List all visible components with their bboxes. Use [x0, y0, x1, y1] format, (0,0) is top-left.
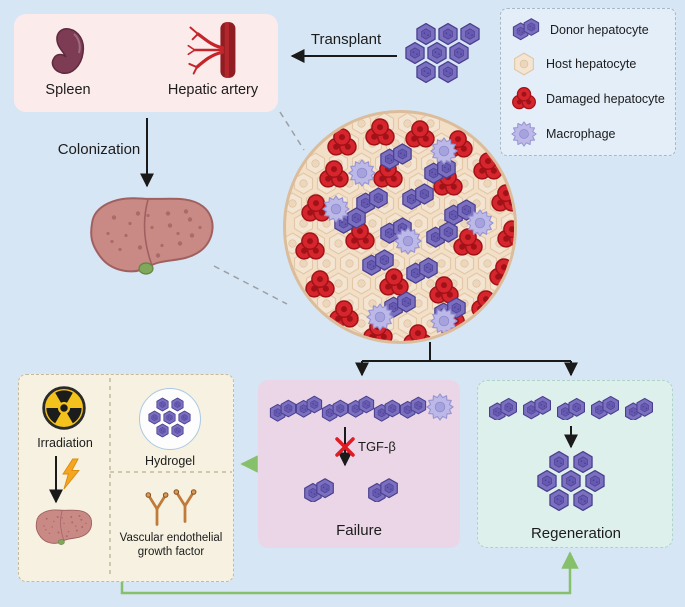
- lightning-icon: [62, 458, 80, 490]
- hydrogel-cells: [148, 397, 191, 438]
- failure-result-cells: [302, 472, 402, 502]
- transplant-label: Transplant: [310, 31, 382, 48]
- host-hepatocyte-icon: [514, 52, 534, 76]
- liver-icon: [90, 197, 214, 275]
- legend-item-macrophage: Macrophage: [511, 120, 675, 147]
- antibody-icon: [144, 488, 198, 527]
- hydrogel-label: Hydrogel: [144, 454, 196, 468]
- legend-item-host: Host hepatocyte: [511, 51, 675, 77]
- failure-cell-row: [268, 393, 454, 422]
- regeneration-cell-row: [487, 392, 657, 420]
- spleen-label: Spleen: [45, 82, 91, 98]
- injection-sites-panel: Spleen Hepatic artery: [14, 14, 278, 112]
- hydrogel-icon: [139, 388, 201, 450]
- macrophage-icon: [511, 120, 537, 147]
- donor-cell-cluster: [405, 22, 480, 84]
- radiation-icon: [42, 386, 86, 430]
- irradiation-label: Irradiation: [37, 436, 93, 450]
- failure-label: Failure: [336, 522, 382, 539]
- legend-label: Macrophage: [546, 126, 616, 141]
- legend-item-damaged: Damaged hepatocyte: [511, 86, 675, 112]
- outcome-branch-arrows: [355, 342, 578, 377]
- legend-label: Host hepatocyte: [546, 57, 637, 72]
- small-liver-icon: [35, 509, 93, 546]
- regeneration-label: Regeneration: [530, 525, 622, 542]
- donor-hepatocyte-icon: [511, 17, 541, 42]
- colonization-label: Colonization: [57, 141, 141, 158]
- legend-label: Damaged hepatocyte: [546, 91, 665, 106]
- legend-label: Donor hepatocyte: [550, 22, 649, 37]
- damaged-hepatocyte-icon: [512, 86, 536, 110]
- regeneration-cell-cluster: [537, 450, 605, 512]
- legend-item-donor: Donor hepatocyte: [511, 17, 675, 42]
- tissue-circle: [283, 110, 517, 344]
- spleen-icon: [51, 28, 85, 74]
- legend: Donor hepatocyte Host hepatocyte Damaged…: [500, 8, 676, 156]
- hepatic-artery-label: Hepatic artery: [167, 82, 259, 98]
- tgf-beta-label: TGF-β: [358, 439, 396, 454]
- vegf-label: Vascular endothelial growth factor: [119, 532, 223, 558]
- hepatic-artery-icon: [187, 22, 236, 78]
- tissue-cells: [286, 113, 514, 341]
